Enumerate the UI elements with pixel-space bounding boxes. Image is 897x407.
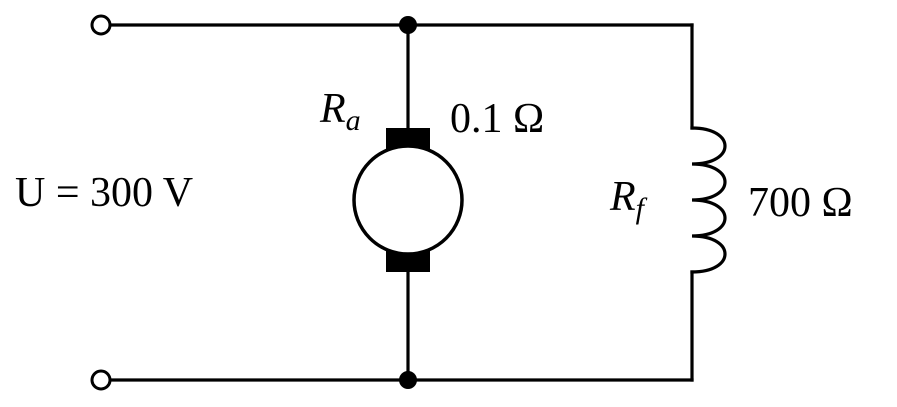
armature-symbol-main: R <box>319 86 346 132</box>
armature-resistance-value: 0.1 Ω <box>450 96 544 142</box>
armature-resistance-symbol: Ra <box>319 86 361 137</box>
supply-voltage-label: U = 300 V <box>15 170 193 216</box>
armature-circle <box>352 144 464 256</box>
field-coil <box>690 126 727 274</box>
armature-symbol-subscript: a <box>346 104 361 137</box>
field-symbol-subscript: f <box>636 192 648 225</box>
bottom-terminal <box>90 369 112 391</box>
field-resistance-value: 700 Ω <box>748 180 853 226</box>
field-resistance-symbol: Rf <box>609 174 648 225</box>
top-terminal <box>90 14 112 36</box>
field-symbol-main: R <box>609 174 636 220</box>
